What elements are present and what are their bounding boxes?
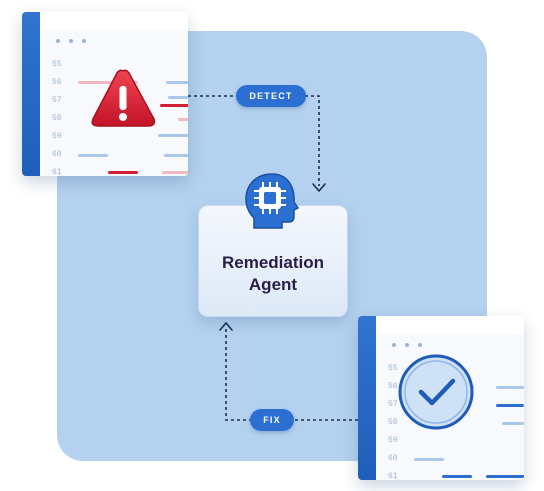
window-dots [56, 39, 86, 43]
code-line [160, 104, 188, 107]
window-chrome [22, 12, 40, 176]
check-circle-icon [398, 354, 474, 430]
code-line [486, 475, 524, 478]
code-line [166, 81, 188, 84]
line-number: 59 [388, 436, 398, 445]
code-line [442, 475, 472, 478]
line-number: 55 [388, 364, 398, 373]
line-number: 57 [52, 96, 62, 105]
warning-triangle-icon [91, 69, 156, 127]
agent-title: Remediation Agent [199, 252, 347, 296]
code-line [496, 386, 524, 389]
fixed-code-window: 55 56 57 58 59 60 61 [358, 316, 524, 480]
line-number: 61 [388, 472, 398, 480]
code-line [502, 422, 524, 425]
line-number: 59 [52, 132, 62, 141]
fix-label: FIX [250, 409, 294, 431]
line-number: 60 [388, 454, 398, 463]
line-number: 58 [388, 418, 398, 427]
window-dots [392, 343, 422, 347]
agent-title-line1: Remediation [221, 253, 325, 272]
alert-code-window: 55 56 57 58 59 60 61 [22, 12, 188, 176]
line-number: 61 [52, 168, 62, 176]
code-line [78, 81, 138, 84]
code-line [496, 404, 524, 407]
code-line [108, 171, 138, 174]
head-chip-icon [245, 173, 300, 229]
line-number: 55 [52, 60, 62, 69]
code-line [78, 154, 108, 157]
detect-label: DETECT [236, 85, 306, 107]
code-line [178, 118, 188, 121]
code-line [164, 154, 188, 157]
code-line [168, 96, 188, 99]
window-chrome [358, 316, 376, 480]
line-number: 58 [52, 114, 62, 123]
line-number: 60 [52, 150, 62, 159]
agent-title-line2: Agent [248, 275, 298, 294]
line-number: 56 [388, 382, 398, 391]
line-number: 57 [388, 400, 398, 409]
code-line [414, 458, 444, 461]
code-line [158, 134, 188, 137]
line-number: 56 [52, 78, 62, 87]
code-line [162, 171, 188, 174]
